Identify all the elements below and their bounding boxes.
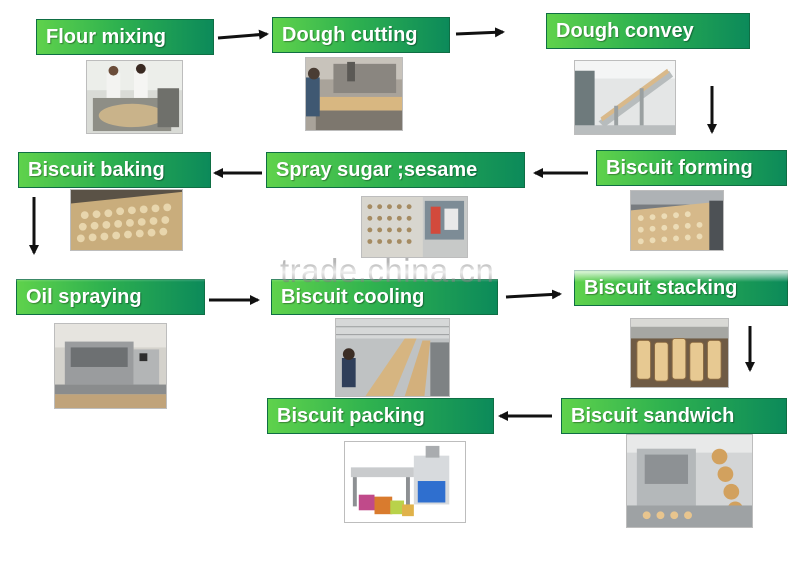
step-label: Dough convey xyxy=(556,20,694,42)
step-label: Biscuit sandwich xyxy=(571,405,735,427)
step-spray-sugar-sesame: Spray sugar ;sesame xyxy=(266,152,525,188)
step-label: Spray sugar ;sesame xyxy=(276,159,478,181)
step-biscuit-forming: Biscuit forming xyxy=(596,150,787,186)
arrow-cooling-to-stacking xyxy=(505,289,562,300)
step-flour-mixing: Flour mixing xyxy=(36,19,214,55)
photo-biscuit-baking xyxy=(70,189,183,251)
step-biscuit-baking: Biscuit baking xyxy=(18,152,211,188)
photo-biscuit-forming xyxy=(630,190,724,251)
step-label: Biscuit forming xyxy=(606,157,753,179)
photo-spray-sugar xyxy=(361,196,468,258)
step-label: Flour mixing xyxy=(46,26,166,48)
photo-flour-mixing xyxy=(86,60,183,134)
step-biscuit-sandwich: Biscuit sandwich xyxy=(561,398,787,434)
step-label: Biscuit packing xyxy=(277,405,425,427)
step-label: Biscuit stacking xyxy=(584,277,738,299)
step-biscuit-stacking: Biscuit stacking xyxy=(574,270,788,306)
photo-dough-convey xyxy=(574,60,676,135)
step-biscuit-packing: Biscuit packing xyxy=(267,398,494,434)
photo-oil-spraying xyxy=(54,323,167,409)
arrow-cutting-to-convey xyxy=(455,27,505,38)
step-dough-convey: Dough convey xyxy=(546,13,750,49)
step-label: Dough cutting xyxy=(282,24,418,46)
step-biscuit-cooling: Biscuit cooling xyxy=(271,279,498,315)
photo-biscuit-sandwich xyxy=(626,434,753,528)
arrow-mixing-to-cutting xyxy=(217,29,269,40)
step-label: Oil spraying xyxy=(26,286,142,308)
photo-biscuit-cooling xyxy=(335,318,450,397)
watermark: trade.china.cn xyxy=(280,252,495,289)
photo-dough-cutting xyxy=(305,57,403,131)
step-label: Biscuit baking xyxy=(28,159,165,181)
step-dough-cutting: Dough cutting xyxy=(272,17,450,53)
step-oil-spraying: Oil spraying xyxy=(16,279,205,315)
photo-biscuit-packing xyxy=(344,441,466,523)
photo-biscuit-stacking xyxy=(630,318,729,388)
step-label: Biscuit cooling xyxy=(281,286,425,308)
